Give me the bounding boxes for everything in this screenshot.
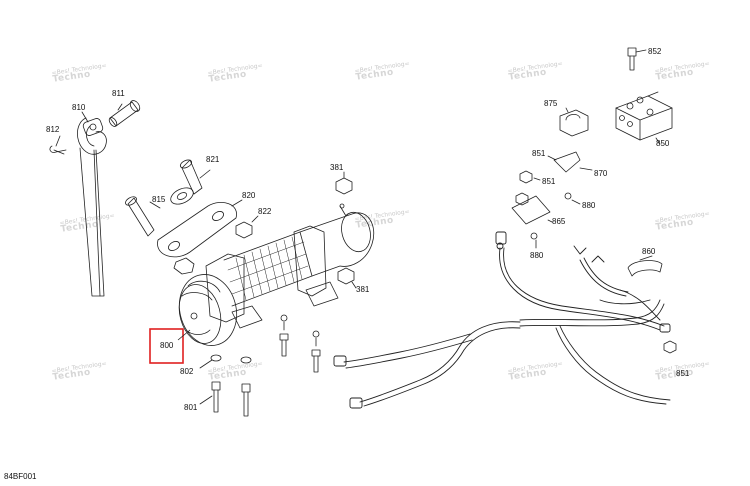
part-label-812: 812: [46, 125, 60, 134]
hook-strap-assembly: [49, 100, 141, 297]
part-label-852: 852: [648, 47, 662, 56]
part-label-860: 860: [642, 247, 656, 256]
contactor-850: [615, 91, 673, 145]
part-label-851-c: 851: [676, 369, 690, 378]
part-label-851-b: 851: [542, 177, 556, 186]
part-label-815: 815: [152, 195, 166, 204]
part-label-880-a: 880: [582, 201, 596, 210]
bracket-865: [511, 195, 553, 225]
part-label-880-b: 880: [530, 251, 544, 260]
winch-assembly: [178, 203, 375, 346]
part-label-810: 810: [72, 103, 86, 112]
nut-381-top: [335, 171, 353, 195]
part-label-801: 801: [184, 403, 198, 412]
part-label-821: 821: [206, 155, 220, 164]
part-labels: 852 811 810 812 875 850 821 381 851 870 …: [46, 47, 690, 412]
washers-802-bolts-801: [199, 354, 252, 417]
nut-381-bottom: [337, 267, 357, 289]
wiring-harness: [333, 231, 671, 409]
part-label-381-bottom: 381: [356, 285, 370, 294]
handle-811-icon: [108, 100, 141, 127]
part-label-875: 875: [544, 99, 558, 108]
part-label-851-a: 851: [532, 149, 546, 158]
figure-code: 84BF001: [4, 472, 37, 481]
part-label-820: 820: [242, 191, 256, 200]
part-label-381-top: 381: [330, 163, 344, 172]
bolt-852: [627, 47, 647, 71]
highlight-box-800: [149, 328, 184, 364]
mounting-bolts: [279, 314, 321, 373]
part-label-802: 802: [180, 367, 194, 376]
bracket-870: [553, 151, 593, 173]
part-label-800: 800: [160, 341, 174, 350]
nuts-880: [530, 192, 581, 249]
fairlead-mount-hardware: [125, 159, 259, 275]
clamp-860: [627, 255, 663, 277]
part-label-850: 850: [656, 139, 670, 148]
part-label-811: 811: [112, 89, 125, 98]
nuts-851: [515, 155, 677, 354]
cover-875: [559, 107, 589, 137]
part-label-870: 870: [594, 169, 608, 178]
part-label-822: 822: [258, 207, 272, 216]
leader-800: [177, 329, 191, 341]
part-label-865: 865: [552, 217, 566, 226]
